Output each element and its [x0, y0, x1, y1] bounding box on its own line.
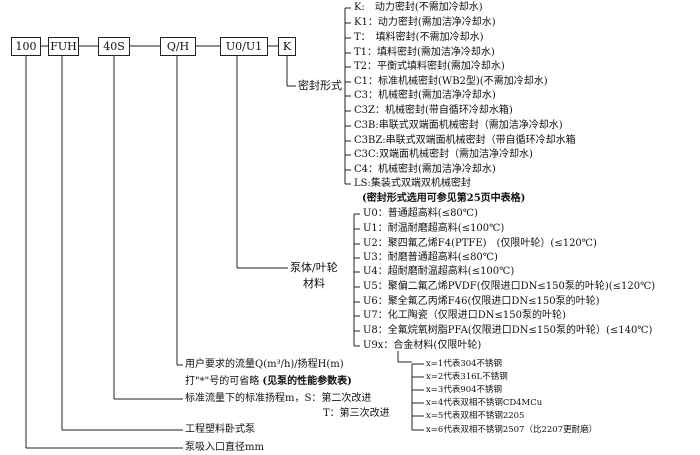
seal-item: C3BZ:串联式双端面机械密封（带自循环冷却水箱	[354, 135, 576, 146]
seal-item: T： 填料密封(不需加冷却水)	[354, 32, 484, 43]
code-box-u0u1: U0/U1	[220, 37, 268, 56]
seal-item: C1：标准机械密封(WB2型)(不需加冷却水)	[354, 76, 548, 87]
flow-performance-ref: (见泵的性能参数表)	[262, 376, 352, 387]
flow-description: 用户要求的流量Q(m³/h)/扬程H(m)	[185, 359, 344, 370]
code-box-k: K	[278, 37, 296, 56]
seal-item: LS:集装式双端双机械密封	[354, 178, 471, 189]
seal-label: 密封形式	[298, 79, 342, 92]
code-box-40s: 40S	[98, 37, 130, 56]
seal-item: C3Z：机械密封(带自循环冷却水箱)	[354, 105, 513, 116]
material-item: U5：聚偏二氟乙烯PVDF(仅限进口DN≤150泵的叶轮)(≤120℃)	[363, 281, 656, 292]
code-box-fuh: FUH	[48, 37, 79, 56]
seal-note: (密封形式选用可参见第25页中表格)	[362, 193, 526, 204]
material-item: U7：化工陶瓷（仅限进口DN≤150泵的叶轮)	[363, 310, 566, 321]
alloy-item: x=2代表316L不锈钢	[426, 372, 508, 382]
alloy-item: x=6代表双相不锈钢2507（比2207更耐磨）	[426, 425, 598, 435]
material-item: U4：超耐磨耐温超高料(≤100℃)	[363, 266, 515, 277]
material-item: U0：普通超高料(≤80℃)	[363, 208, 478, 219]
material-item: U6：聚全氟乙丙烯F46(仅限进口DN≤150泵的叶轮)	[363, 296, 600, 307]
head-revision-note: T：第三次改进	[323, 408, 390, 419]
seal-item: C3B:串联式双端面机械密封（需加洁净冷却水)	[354, 120, 563, 131]
alloy-item: x=1代表304不锈钢	[426, 359, 503, 369]
seal-item: T1：填料密封(需加洁净冷却水)	[354, 47, 495, 58]
alloy-item: x=3代表904不锈钢	[426, 385, 503, 395]
seal-item: K: 动力密封(不需加冷却水)	[354, 2, 483, 13]
code-box-100: 100	[11, 37, 41, 56]
code-box-qh: Q/H	[160, 37, 196, 56]
inlet-diameter: 泵吸入口直径mm	[185, 442, 264, 453]
seal-item: K1：动力密封(需加洁净冷却水)	[354, 17, 496, 28]
material-item: U2：聚四氟乙烯F4(PTFE) (仅限叶轮）(≤120℃)	[363, 238, 597, 249]
material-item: U8：全氟烷氧树脂PFA(仅限进口DN≤150泵的叶轮）(≤140℃)	[363, 325, 653, 336]
seal-item: C3C:双端面机械密封（需加洁净冷却水)	[354, 149, 533, 160]
flow-optional-note-text: 打"*"号的可省略	[185, 376, 260, 387]
flow-optional-note: 打"*"号的可省略 (见泵的性能参数表)	[185, 376, 352, 388]
material-item: U1：耐温耐磨超高料(≤100℃)	[363, 223, 505, 234]
seal-item: T2：平衡式填料密封(需加冷却水)	[354, 61, 505, 72]
alloy-item: x=4代表双相不锈钢CD4MCu	[426, 398, 543, 408]
material-label-line2: 材料	[303, 277, 325, 290]
material-item: U3：耐磨普通超高料(≤80℃)	[363, 252, 498, 263]
alloy-item: x=5代表双相不锈钢2205	[426, 411, 525, 421]
head-description: 标准流量下的标准扬程m，S：第二次改进	[185, 393, 372, 404]
seal-item: C3：机械密封(需加洁净冷却水)	[354, 90, 496, 101]
seal-item: C4：机械密封(需加洁净冷却水)	[354, 164, 496, 175]
pump-type: 工程塑料卧式泵	[185, 424, 255, 435]
material-label-line1: 泵体/叶轮	[290, 261, 338, 274]
material-item: U9x：合金材料(仅限叶轮)	[363, 340, 482, 351]
